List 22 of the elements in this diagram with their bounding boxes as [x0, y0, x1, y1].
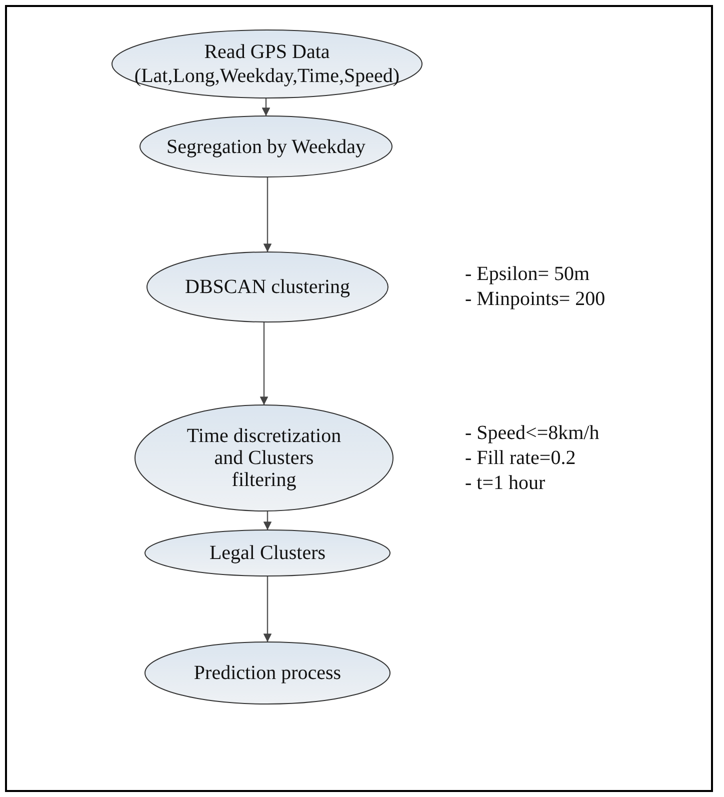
node-label: DBSCAN clustering	[185, 275, 350, 299]
process-ellipse	[112, 30, 422, 98]
arrow	[263, 177, 272, 252]
process-ellipse	[145, 642, 390, 704]
arrow	[263, 511, 272, 530]
arrow	[263, 576, 272, 642]
process-ellipse	[145, 530, 390, 576]
process-ellipse	[140, 116, 392, 177]
node-label: Prediction process	[194, 661, 342, 685]
arrow	[262, 98, 270, 116]
node-label: Legal Clusters	[209, 541, 326, 565]
process-ellipse	[147, 252, 388, 322]
process-ellipse	[135, 405, 393, 511]
arrow	[260, 322, 268, 405]
side-note: - Epsilon= 50m	[465, 262, 590, 287]
node-label: Read GPS Data (Lat,Long,Weekday,Time,Speed)	[133, 40, 401, 88]
side-note: - Minpoints= 200	[465, 287, 606, 312]
side-note: - t=1 hour	[465, 470, 546, 496]
side-note: - Speed<=8km/h	[465, 420, 600, 446]
node-label: Segregation by Weekday	[166, 134, 366, 158]
side-note: - Fill rate=0.2	[465, 446, 576, 470]
node-label: Time discretization and Clusters filtering	[186, 425, 342, 491]
